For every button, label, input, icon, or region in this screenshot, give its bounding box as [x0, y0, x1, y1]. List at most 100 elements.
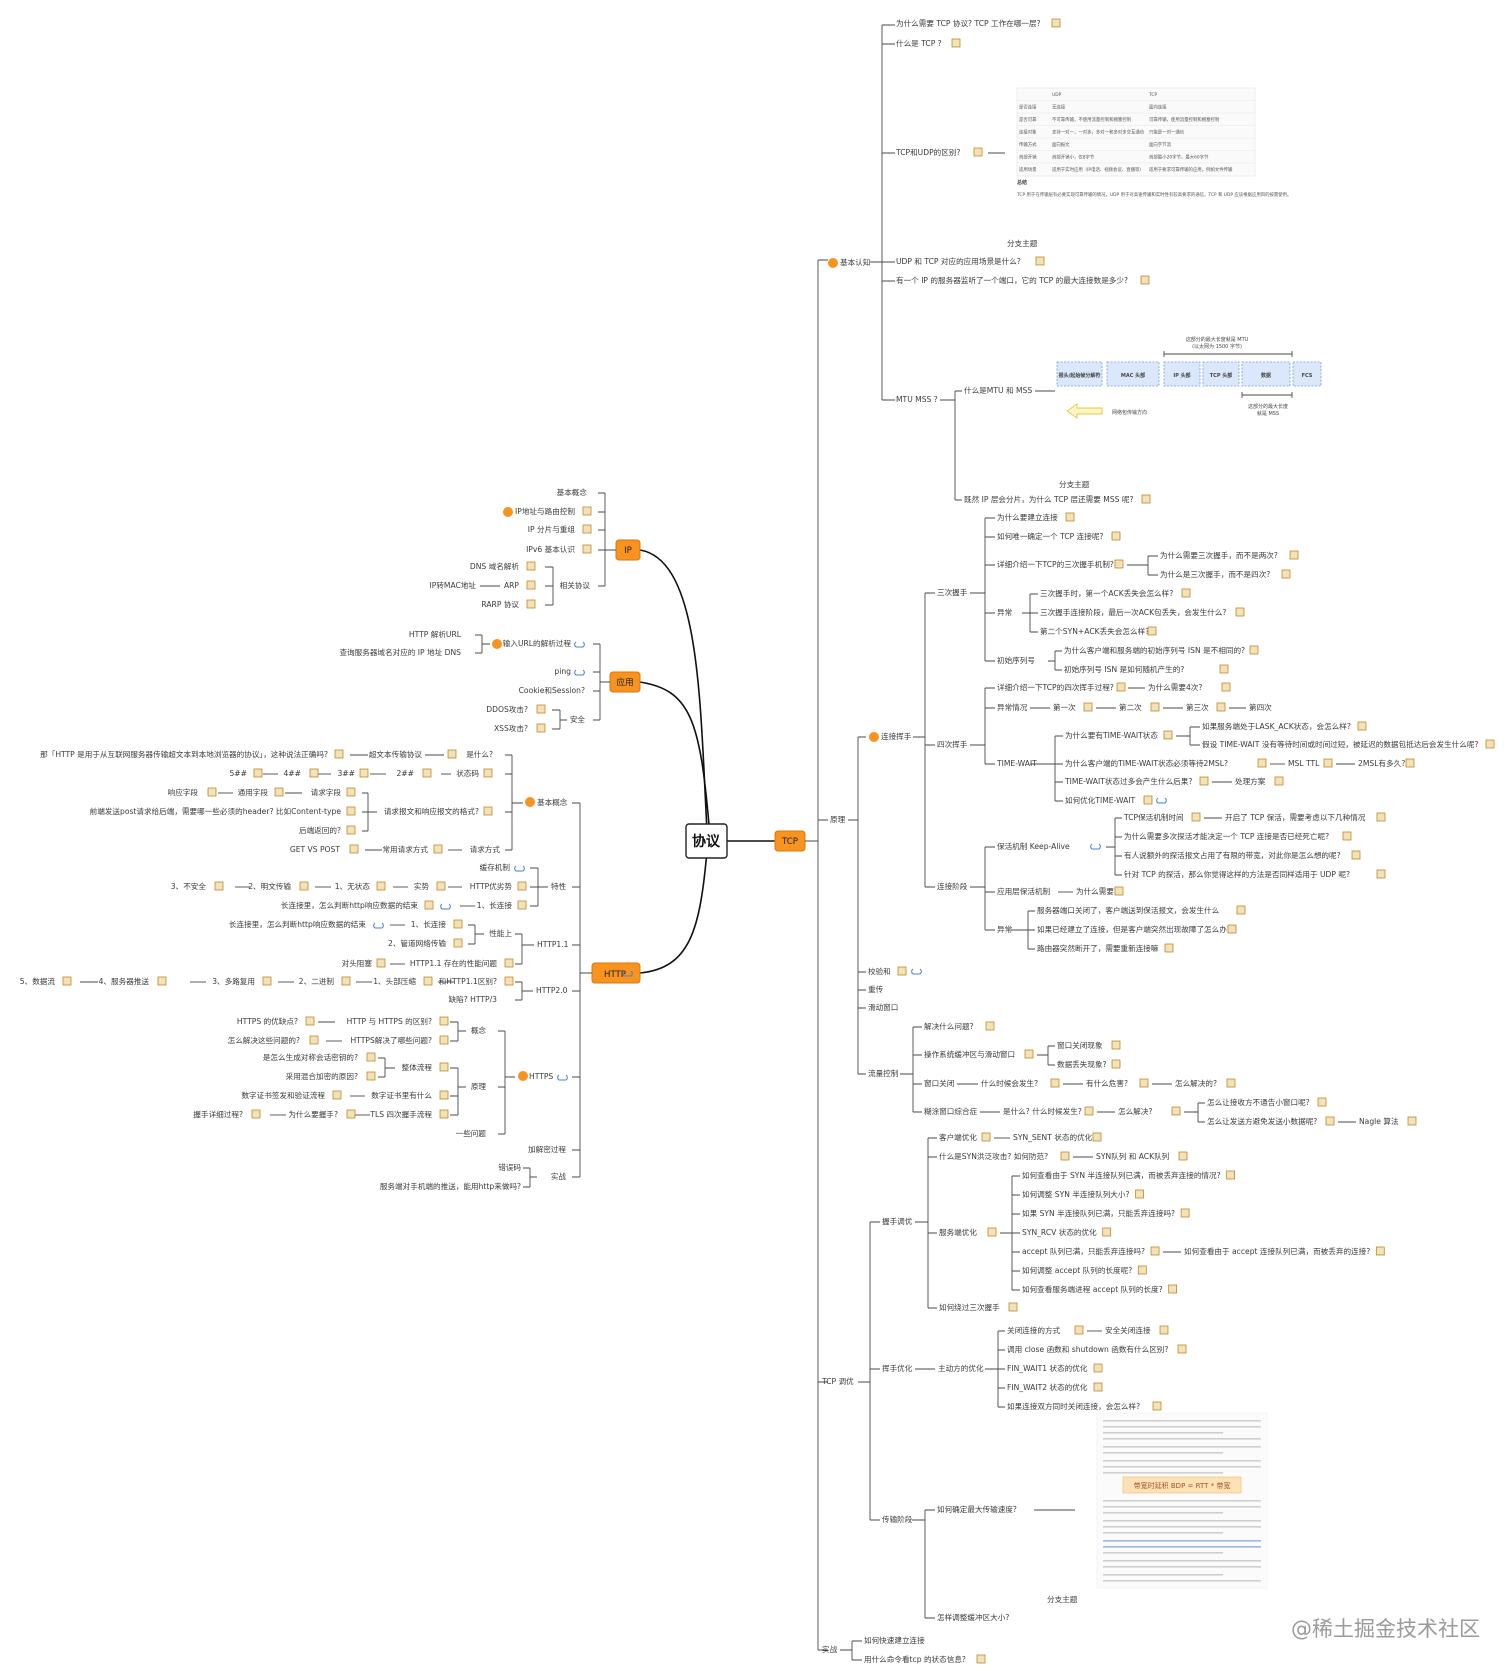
tw-item: TIME-WAIT状态过多会产生什么后果? — [1064, 776, 1192, 786]
note-icon — [439, 1062, 449, 1072]
note-icon — [1325, 1116, 1335, 1126]
table-cell: 适用场景 — [1019, 166, 1037, 173]
http-concept: 基本概念 — [537, 797, 568, 807]
note-icon — [1024, 1049, 1034, 1059]
warning-icon — [503, 507, 513, 517]
note-icon — [1074, 1325, 1084, 1335]
note-icon — [1180, 1208, 1190, 1218]
safe-close: 安全关闭连接 — [1105, 1325, 1151, 1335]
bdp-formula: 带宽时延积 BDP = RTT * 带宽 — [1134, 1481, 1231, 1490]
note-icon — [1150, 702, 1160, 712]
perf-q: 长连接里，怎么判断http响应数据的结束 — [229, 919, 366, 929]
tw-msl: 2MSL有多久? — [1358, 758, 1405, 768]
packet-cell — [1202, 361, 1240, 387]
note-icon — [1084, 1106, 1094, 1116]
note-icon — [299, 881, 309, 891]
note-icon — [973, 147, 983, 157]
keepalive-label: 保活机制 Keep-Alive — [997, 841, 1070, 851]
note-icon — [157, 976, 167, 986]
note-icon — [1102, 1227, 1112, 1237]
h11-label: HTTP1.1 — [537, 940, 569, 949]
note-icon — [1375, 1246, 1385, 1256]
note-icon — [517, 881, 527, 891]
table-summary-title: 总结 — [1017, 179, 1027, 186]
note-icon — [1060, 1151, 1070, 1161]
retrans-label: 重传 — [868, 984, 884, 994]
hs-item: 异常 — [997, 608, 1012, 617]
tw-item: 为什么要有TIME-WAIT状态 — [1065, 730, 1158, 740]
four-label: 四次挥手 — [937, 739, 968, 749]
table-cell: 面向报文 — [1052, 141, 1070, 148]
branch-http[interactable]: HTTP — [591, 962, 641, 984]
branch-ip[interactable]: IP — [615, 539, 641, 561]
doc-text-line — [1103, 1580, 1261, 1582]
branch-app[interactable]: 应用 — [609, 671, 641, 693]
note-icon — [62, 976, 72, 986]
concept-item: 请求方式 — [470, 844, 501, 854]
h2-diff: 2、二进制 — [299, 976, 335, 986]
note-icon — [504, 958, 514, 968]
h2-diff: 5、数据流 — [20, 976, 56, 986]
note-icon — [1216, 702, 1226, 712]
root-label: 协议 — [692, 833, 721, 850]
root-node[interactable]: 协议 — [685, 823, 728, 859]
msg-q: 前端发送post请求给后端，需要哪一些必须的header? 比如Content-… — [90, 806, 342, 816]
table-cell: 首部开销 — [1019, 154, 1037, 161]
note-icon — [504, 976, 514, 986]
note-icon — [1141, 494, 1151, 504]
srv-opt-item: accept 队列已满，只能丢弃连接吗? — [1022, 1246, 1145, 1256]
h2-label: HTTP2.0 — [536, 986, 568, 995]
flow-close: 什么时候会发生? — [981, 1078, 1038, 1088]
ka-sub: 开启了 TCP 保活，需要考虑以下几种情况 — [1225, 812, 1366, 822]
table-cell: 面向字节流 — [1149, 141, 1172, 148]
note-icon — [1164, 943, 1174, 953]
note-icon — [1226, 1170, 1236, 1180]
note-icon — [1178, 1151, 1188, 1161]
doc-text-line — [1103, 1552, 1223, 1554]
link-icon — [1090, 843, 1101, 850]
conn-err-item: 如果已经建立了连接，但是客户端突然出现故障了怎么办? — [1037, 924, 1231, 934]
note-icon — [1051, 18, 1061, 28]
h2-diff: 4、服务器推送 — [99, 976, 150, 986]
note-icon — [1168, 1284, 1178, 1294]
https-p-q: 为什么要握手? — [288, 1109, 338, 1119]
table-cell: 连接对象 — [1019, 129, 1037, 136]
getpost: GET VS POST — [290, 845, 341, 854]
four-err: 第二次 — [1119, 702, 1142, 712]
hs-item: 如何唯一确定一个 TCP 连接呢? — [997, 531, 1103, 541]
note-icon — [1177, 1344, 1187, 1354]
concept-item: 请求报文和响应报文的格式? — [384, 806, 479, 816]
note-icon — [376, 958, 386, 968]
note-icon — [1323, 758, 1333, 768]
table-cell: 不可靠传输，不使用流量控制和拥塞控制 — [1052, 116, 1132, 123]
ip-proto: ARP — [504, 581, 519, 590]
warning-icon — [492, 639, 502, 649]
wave-tune-item: FIN_WAIT1 状态的优化 — [1007, 1363, 1088, 1373]
flow-silly-sub: 怎么让接收方不通告小窗口呢? — [1207, 1097, 1310, 1107]
mtu-bottom: 这部分的最大长度 — [1248, 403, 1288, 410]
flow-buf: 数据丢失现象? — [1057, 1059, 1107, 1069]
link-icon — [574, 641, 585, 648]
four-err: 第三次 — [1186, 702, 1209, 712]
hs-tune-item: 如何绕过三次握手 — [939, 1302, 1000, 1312]
note-icon — [517, 900, 527, 910]
msg-q: 后端返回的? — [299, 825, 341, 835]
tcp-wave-label: 连接挥手 — [881, 731, 912, 741]
mtu-item: 既然 IP 层会分片，为什么 TCP 层还需要 MSS 呢? — [964, 494, 1134, 504]
note-icon — [1281, 569, 1291, 579]
https-p-item: TLS 四次握手流程 — [369, 1109, 432, 1119]
branch-tcp[interactable]: TCP — [774, 830, 806, 852]
note-icon — [346, 787, 356, 797]
code: 2## — [396, 769, 414, 778]
ip-item: 相关协议 — [560, 580, 591, 590]
tw-sub: 假设 TIME-WAIT 没有等待时间或时间过短，被延迟的数据包抵达后会发生什么… — [1202, 739, 1479, 749]
note-icon — [346, 806, 356, 816]
branch-ip-label: IP — [624, 546, 632, 556]
mtu-top: 这部分的最大长度就是 MTU — [1186, 336, 1249, 343]
packet-cell — [1163, 361, 1201, 387]
tcp-principle-label: 原理 — [830, 815, 846, 824]
ip-item: IP 分片与重组 — [528, 524, 576, 534]
note-icon — [1152, 1401, 1162, 1411]
note-icon — [376, 881, 386, 891]
note-icon — [422, 768, 432, 778]
